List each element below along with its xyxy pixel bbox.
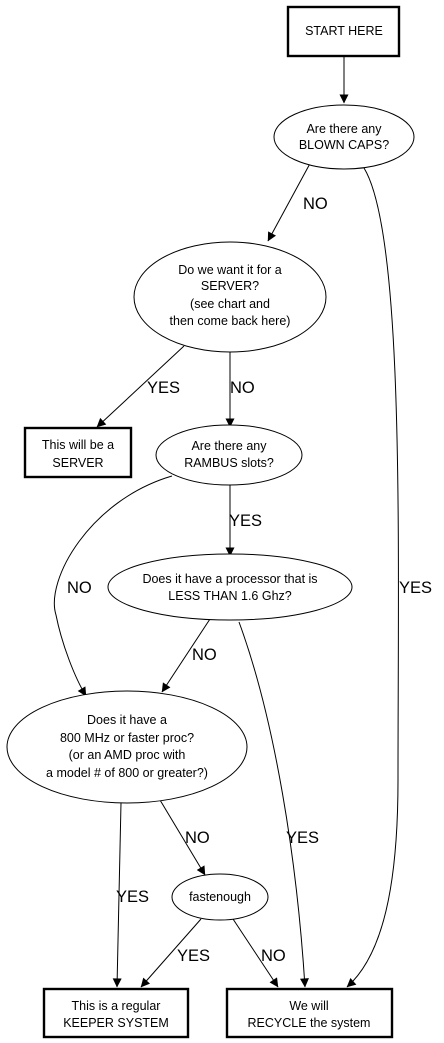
node-proc-16: Does it have a processor that is LESS TH… bbox=[107, 553, 353, 621]
node-proc16-line-2: LESS THAN 1.6 Ghz? bbox=[168, 589, 291, 603]
node-server-box-line-2: SERVER bbox=[52, 456, 103, 470]
node-server-line-1: Do we want it for a bbox=[178, 263, 282, 277]
node-proc800-line-1: Does it have a bbox=[87, 713, 167, 727]
label-server-no: NO bbox=[230, 379, 255, 397]
label-caps-yes: YES bbox=[399, 579, 432, 597]
node-recycle-line-2: RECYCLE the system bbox=[248, 1016, 371, 1030]
node-keeper: This is a regular KEEPER SYSTEM bbox=[42, 987, 190, 1039]
node-server-question: Do we want it for a SERVER? (see chart a… bbox=[133, 241, 327, 353]
node-blown-caps-line-1: Are there any bbox=[306, 122, 382, 136]
label-proc800-yes: YES bbox=[116, 888, 149, 906]
label-proc800-no: NO bbox=[185, 829, 210, 847]
label-proc16-no: NO bbox=[192, 646, 217, 664]
label-server-yes: YES bbox=[147, 379, 180, 397]
node-rambus-line-2: RAMBUS slots? bbox=[184, 456, 274, 470]
node-proc16-line-1: Does it have a processor that is bbox=[142, 572, 317, 586]
node-keeper-line-1: This is a regular bbox=[72, 999, 161, 1013]
edge-blown-caps-yes bbox=[346, 167, 399, 988]
node-blown-caps: Are there any BLOWN CAPS? bbox=[273, 104, 415, 170]
node-server-line-3: (see chart and bbox=[190, 297, 270, 311]
node-server-line-4: then come back here) bbox=[170, 314, 291, 328]
node-proc800-line-3: (or an AMD proc with bbox=[69, 748, 186, 762]
edge-blown-caps-no bbox=[267, 157, 314, 242]
node-rambus: Are there any RAMBUS slots? bbox=[155, 424, 303, 486]
edge-server-yes bbox=[96, 345, 185, 428]
label-fastenough-yes: YES bbox=[177, 947, 210, 965]
node-proc800-line-4: a model # of 800 or greater?) bbox=[46, 766, 208, 780]
node-proc-800: Does it have a 800 MHz or faster proc? (… bbox=[6, 690, 248, 804]
edges bbox=[54, 57, 399, 988]
edge-fastenough-yes bbox=[140, 918, 202, 988]
node-start: START HERE bbox=[286, 5, 401, 58]
edge-proc16-yes bbox=[238, 621, 309, 988]
node-proc800-line-2: 800 MHz or faster proc? bbox=[60, 731, 194, 745]
edge-proc16-no bbox=[161, 618, 211, 693]
node-recycle: We will RECYCLE the system bbox=[225, 987, 394, 1039]
node-rambus-line-1: Are there any bbox=[191, 439, 267, 453]
edge-labels: NO YES YES NO YES NO NO YES YES NO YES N… bbox=[67, 195, 432, 965]
edge-proc800-yes bbox=[112, 802, 122, 988]
label-proc16-yes: YES bbox=[286, 829, 319, 847]
node-server-line-2: SERVER? bbox=[201, 279, 259, 293]
node-server-box-line-1: This will be a bbox=[42, 438, 114, 452]
edge-fastenough-no bbox=[232, 918, 279, 988]
node-fastenough: fastenough bbox=[171, 873, 269, 921]
edge-proc800-no bbox=[159, 799, 206, 876]
node-recycle-line-1: We will bbox=[289, 999, 328, 1013]
node-blown-caps-line-2: BLOWN CAPS? bbox=[299, 138, 389, 152]
label-caps-no: NO bbox=[303, 195, 328, 213]
edge-rambus-no bbox=[54, 475, 173, 697]
node-keeper-line-2: KEEPER SYSTEM bbox=[63, 1016, 169, 1030]
label-fastenough-no: NO bbox=[261, 947, 286, 965]
label-rambus-no: NO bbox=[67, 579, 92, 597]
node-start-line-1: START HERE bbox=[305, 24, 383, 38]
node-fastenough-line-1: fastenough bbox=[189, 890, 251, 904]
node-server-box: This will be a SERVER bbox=[23, 426, 133, 479]
label-rambus-yes: YES bbox=[229, 512, 262, 530]
